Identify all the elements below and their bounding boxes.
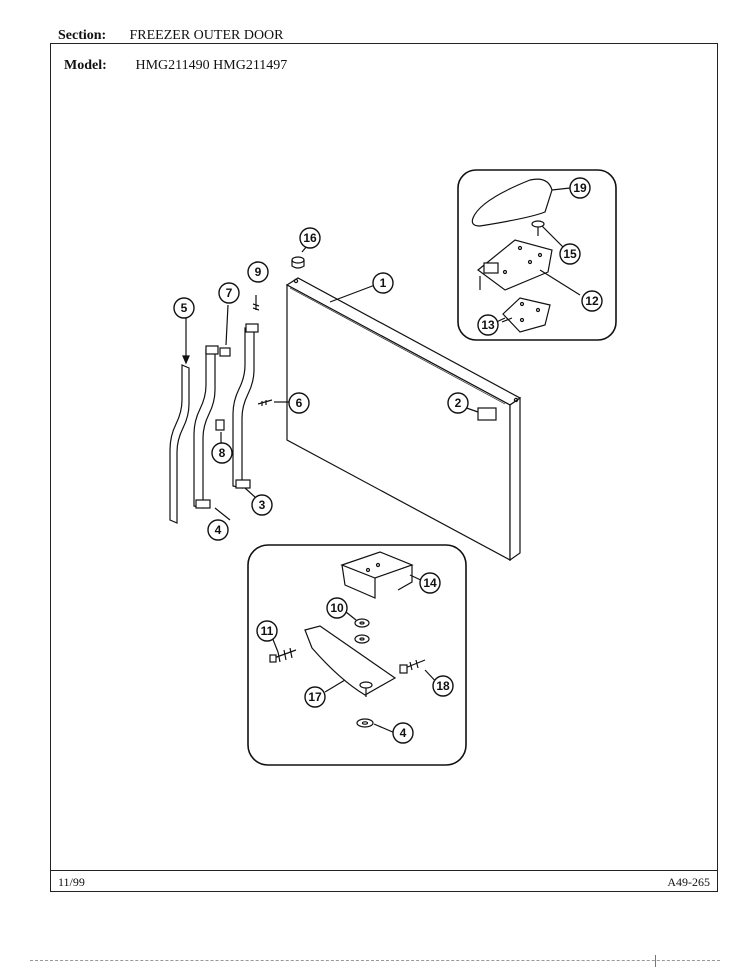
model-label: Model: — [64, 58, 107, 73]
callout-16: 16 — [299, 227, 321, 249]
callout-number: 1 — [380, 276, 387, 290]
part-11-bolt — [269, 647, 297, 663]
callout-4b: 4 — [392, 722, 414, 744]
callout-10: 10 — [326, 597, 348, 619]
part-6-screw — [257, 399, 273, 406]
section-header: Section: FREEZER OUTER DOOR — [58, 28, 284, 44]
callout-number: 18 — [436, 679, 450, 693]
section-value: FREEZER OUTER DOOR — [129, 28, 284, 43]
callout-9: 9 — [247, 261, 269, 283]
scan-corner-mark — [655, 955, 656, 967]
callout-17: 17 — [304, 686, 326, 708]
part-4-washer — [356, 718, 374, 728]
callout-number: 3 — [259, 498, 266, 512]
callout-13: 13 — [477, 314, 499, 336]
callout-number: 19 — [573, 181, 587, 195]
callout-number: 11 — [261, 624, 274, 638]
callout-number: 15 — [563, 247, 577, 261]
part-17-hinge — [304, 625, 397, 697]
callout-11: 11 — [256, 620, 278, 642]
callout-number: 4 — [215, 523, 222, 537]
callout-number: 7 — [226, 286, 233, 300]
callout-5: 5 — [173, 297, 195, 319]
callout-2: 2 — [447, 392, 469, 414]
footer-page-code: A49-265 — [667, 875, 710, 889]
part-16-plug — [291, 245, 308, 269]
part-7-clip — [219, 347, 231, 357]
callout-19: 19 — [569, 177, 591, 199]
callout-8: 8 — [211, 442, 233, 464]
scan-edge-line — [30, 960, 720, 961]
footer-date: 11/99 — [58, 875, 85, 889]
part-15-pin — [531, 220, 545, 236]
callout-12: 12 — [581, 290, 603, 312]
part-5-strip — [169, 318, 190, 524]
model-header: Model: HMG211490 HMG211497 — [64, 58, 287, 74]
callout-3: 3 — [251, 494, 273, 516]
part-12-hinge — [477, 239, 581, 296]
part-14-bracket — [340, 551, 414, 599]
callout-number: 14 — [423, 576, 437, 590]
door-panel — [285, 277, 522, 562]
callout-number: 16 — [303, 231, 317, 245]
callout-number: 10 — [330, 601, 344, 615]
callout-18: 18 — [432, 675, 454, 697]
footer-rule — [50, 870, 718, 871]
model-value: HMG211490 HMG211497 — [135, 58, 288, 73]
callout-number: 8 — [219, 446, 226, 460]
callout-number: 9 — [255, 265, 262, 279]
callout-14: 14 — [419, 572, 441, 594]
part-18-bolt — [399, 659, 426, 674]
callout-1: 1 — [372, 272, 394, 294]
part-13-plate — [501, 297, 551, 333]
part-9-screw — [252, 295, 260, 311]
callout-6: 6 — [288, 392, 310, 414]
part-19-cover — [471, 178, 571, 227]
callout-number: 12 — [585, 294, 599, 308]
callout-15: 15 — [559, 243, 581, 265]
callout-number: 2 — [455, 396, 462, 410]
callout-number: 6 — [296, 396, 303, 410]
callout-7: 7 — [218, 282, 240, 304]
callout-number: 17 — [308, 690, 322, 704]
diagram-frame — [50, 43, 718, 892]
section-label: Section: — [58, 28, 107, 43]
part-10-washers — [354, 618, 370, 644]
part-4-strip — [193, 345, 219, 509]
callout-number: 5 — [181, 301, 188, 315]
part-8-spacer — [215, 419, 225, 431]
callout-number: 4 — [400, 726, 407, 740]
callout-number: 13 — [481, 318, 495, 332]
callout-4: 4 — [207, 519, 229, 541]
part-3-strip — [232, 323, 259, 489]
